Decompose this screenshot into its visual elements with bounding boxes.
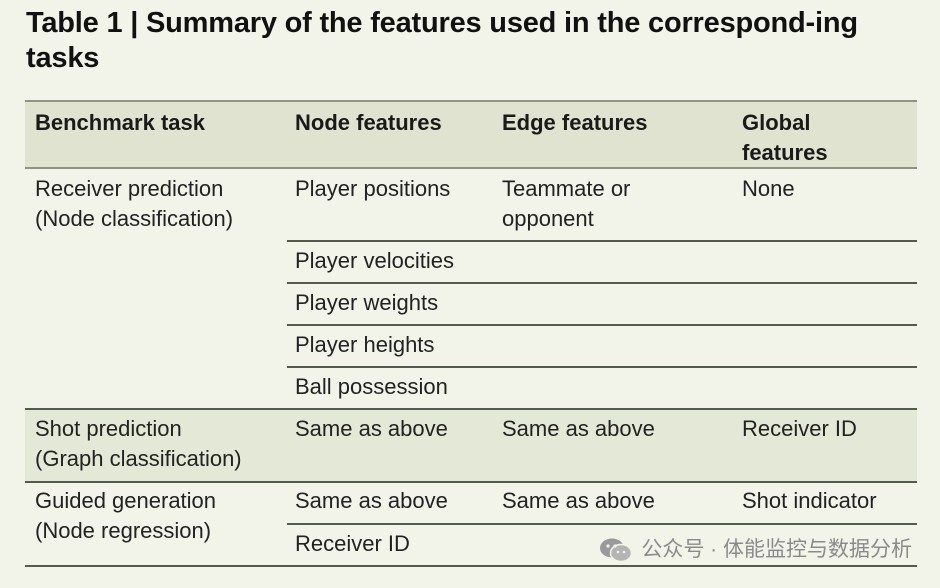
- table-bottom-border: [25, 565, 917, 567]
- node-feature-guided: Same as above: [295, 488, 448, 513]
- edge-feature-receiver-cont: opponent: [502, 206, 594, 231]
- shot-group-band: [25, 409, 917, 482]
- task-shot-prediction: Shot prediction: [35, 416, 182, 441]
- table-title: Table 1 | Summary of the features used i…: [26, 7, 858, 74]
- node-feature-row: Player velocities: [295, 248, 454, 273]
- node-feature-row: Ball possession: [295, 374, 448, 399]
- node-feature-row: Player heights: [295, 332, 435, 357]
- header-edge-features: Edge features: [502, 110, 648, 135]
- header-global-features: Global features: [742, 110, 828, 165]
- task-guided-generation: Guided generation: [35, 488, 217, 513]
- row-divider: [287, 324, 917, 326]
- row-divider: [287, 282, 917, 284]
- task-guided-type: (Node regression): [35, 518, 212, 543]
- row-divider: [287, 240, 917, 242]
- wechat-icon: [599, 537, 633, 563]
- task-receiver-type: (Node classification): [35, 206, 234, 231]
- edge-feature-shot: Same as above: [502, 416, 655, 441]
- edge-feature-receiver: Teammate or: [502, 176, 631, 201]
- watermark: 公众号 · 体能监控与数据分析: [599, 535, 912, 565]
- table-header-row: Benchmark task Node features Edge featur…: [25, 100, 917, 169]
- global-feature-guided: Shot indicator: [742, 488, 877, 513]
- group-divider: [25, 481, 917, 483]
- row-divider: [287, 523, 917, 525]
- global-feature-receiver: None: [742, 176, 795, 201]
- watermark-text: 公众号 · 体能监控与数据分析: [641, 538, 912, 561]
- node-feature-row: Player positions: [295, 176, 451, 201]
- global-feature-shot: Receiver ID: [742, 416, 857, 441]
- group-divider: [25, 408, 917, 410]
- node-feature-shot: Same as above: [295, 416, 448, 441]
- row-divider: [287, 366, 917, 368]
- header-node-features: Node features: [295, 110, 442, 135]
- edge-feature-guided: Same as above: [502, 488, 655, 513]
- task-shot-type: (Graph classification): [35, 446, 242, 471]
- task-receiver-prediction: Receiver prediction: [35, 176, 224, 201]
- header-benchmark-task: Benchmark task: [35, 110, 205, 135]
- node-feature-guided-receiver: Receiver ID: [295, 531, 410, 556]
- node-feature-row: Player weights: [295, 290, 439, 315]
